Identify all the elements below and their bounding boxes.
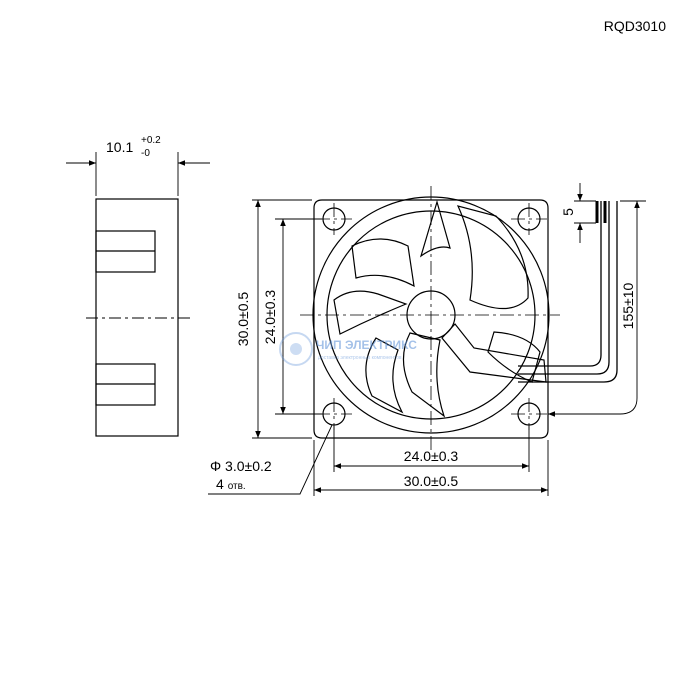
watermark-brand: ЧИП ЭЛЕКТРИКС (316, 338, 417, 352)
fan-blade-1 (419, 199, 451, 258)
watermark-tagline: доставка электронных компонентов (318, 355, 402, 361)
side-view (66, 152, 210, 437)
frame-width-label: 30.0±0.5 (404, 473, 459, 489)
fan-blade-6 (333, 290, 408, 335)
horizontal-dimensions (313, 426, 549, 496)
hole-spacing-vertical-label: 24.0±0.3 (262, 290, 278, 345)
model-label: RQD3010 (604, 18, 666, 34)
cable-dimensions (548, 183, 646, 417)
vertical-dimensions (252, 199, 322, 439)
hole-spacing-horizontal-label: 24.0±0.3 (404, 448, 459, 464)
wire-strip-label: 5 (560, 208, 576, 216)
fan-blade-5 (365, 337, 404, 414)
side-view-frame (95, 198, 179, 437)
hole-diameter-label: Φ 3.0±0.2 (210, 458, 272, 474)
fan-blade-2 (456, 205, 529, 310)
fan-blade-7 (351, 238, 415, 288)
fan-blade-4 (402, 332, 446, 418)
fan-frame (313, 199, 549, 439)
fan-cable (518, 201, 618, 383)
front-view (300, 186, 560, 450)
frame-height-label: 30.0±0.5 (235, 292, 251, 347)
hole-callout-leader (208, 424, 333, 495)
watermark: ЧИП ЭЛЕКТРИКС доставка электронных компо… (279, 332, 417, 366)
thickness-label: 10.1 (106, 139, 133, 155)
thickness-tol-lower: -0 (141, 148, 150, 159)
watermark-logo-icon (279, 332, 313, 366)
cable-length-label: 155±10 (620, 282, 636, 329)
thickness-tol-upper: +0.2 (141, 135, 161, 146)
hole-count-label: 4 отв. (216, 476, 246, 492)
